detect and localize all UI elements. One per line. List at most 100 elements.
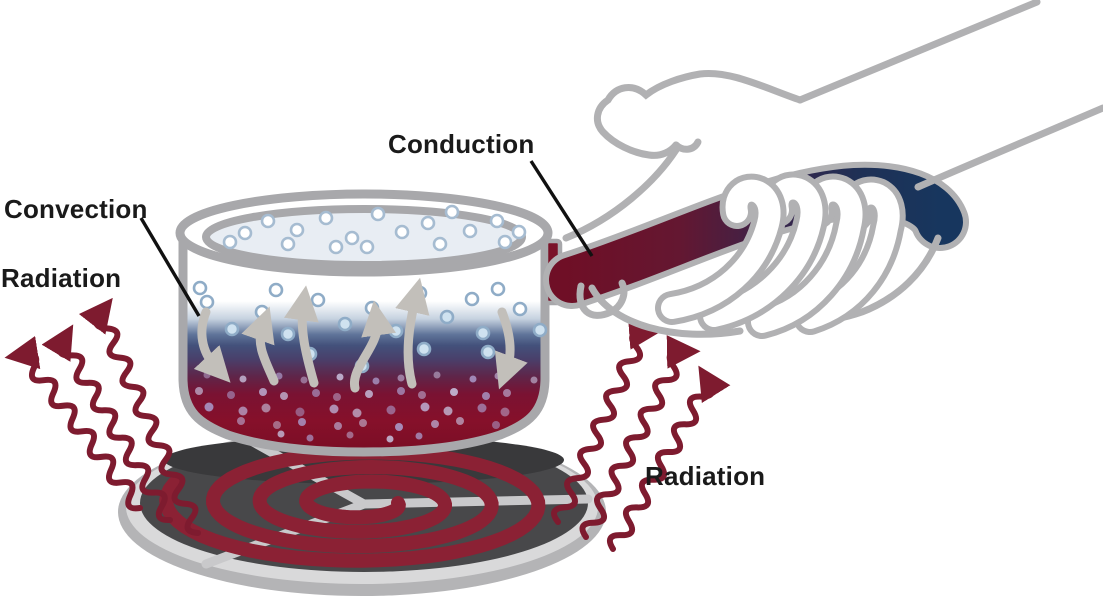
bubble <box>420 215 436 231</box>
bubble <box>280 236 296 252</box>
bubble <box>261 403 271 413</box>
bubble <box>415 432 423 440</box>
bubble <box>310 292 326 308</box>
convection-leader-line <box>139 217 201 317</box>
bubble <box>333 393 341 401</box>
bubble <box>203 371 211 379</box>
bubble <box>238 406 248 416</box>
convection-up-arrow <box>350 300 397 393</box>
bubble <box>397 387 405 395</box>
bubble <box>416 341 432 357</box>
bubble <box>450 388 458 396</box>
bubble <box>497 234 513 250</box>
radiation-arrows <box>4 297 731 552</box>
bubble <box>359 239 375 255</box>
bubble <box>344 230 360 246</box>
bubble <box>372 377 380 385</box>
thumb-curl <box>672 138 702 153</box>
bubble <box>464 291 480 307</box>
convection-down-arrow <box>193 307 231 383</box>
palm-edge <box>588 284 744 338</box>
bubble <box>490 281 506 297</box>
bubble <box>500 407 510 417</box>
bubble <box>397 374 405 382</box>
bubble <box>334 422 342 430</box>
bubble <box>489 213 505 229</box>
radiation-wave-arrow <box>551 316 663 525</box>
bubble <box>346 431 354 439</box>
bubble <box>260 213 276 229</box>
bubble <box>482 392 490 400</box>
bubble <box>280 326 296 342</box>
bubble <box>370 206 386 222</box>
label-radiation-left: Radiation <box>1 263 122 293</box>
pinky-tip-loop <box>576 279 628 319</box>
bubble <box>365 390 373 398</box>
bubble <box>477 403 487 413</box>
forearm-top-line <box>796 0 1041 104</box>
bubble <box>237 225 253 241</box>
bubble <box>439 309 455 325</box>
bubble <box>433 371 441 379</box>
bubble <box>222 234 238 250</box>
radiation-wave-arrow <box>78 297 201 536</box>
label-radiation-right: Radiation <box>645 461 766 491</box>
leader-lines <box>139 160 594 317</box>
water-surface <box>202 205 526 269</box>
bubble <box>418 391 426 399</box>
bubble <box>239 375 247 383</box>
bubble <box>268 282 284 298</box>
bubble <box>530 376 538 384</box>
radiation-wave-arrow <box>579 335 701 540</box>
convection-up-arrow <box>241 306 279 386</box>
bubble <box>280 392 288 400</box>
bubble <box>195 387 203 395</box>
bubble <box>512 301 528 317</box>
bubble <box>443 406 453 416</box>
hand <box>576 0 1103 339</box>
bubble <box>224 321 240 337</box>
label-conduction: Conduction <box>388 129 535 159</box>
radiation-wave-arrow <box>606 365 731 552</box>
bubble <box>289 222 305 238</box>
radiation-wave-arrow <box>41 324 173 524</box>
bubble <box>420 402 430 412</box>
bubble <box>492 421 500 429</box>
bubble <box>306 434 314 442</box>
bubble <box>431 420 439 428</box>
convection-arrows <box>193 277 528 393</box>
finger <box>661 179 781 319</box>
bubble <box>295 407 305 417</box>
hand-back-and-thumb <box>593 69 804 159</box>
bubble <box>469 375 477 383</box>
finger <box>751 179 863 333</box>
bubble <box>359 419 367 427</box>
bubble <box>352 408 362 418</box>
bubble <box>227 391 235 399</box>
bubble <box>298 418 306 426</box>
bubble <box>336 373 344 381</box>
convection-up-arrow <box>283 285 319 388</box>
burner-coil <box>159 445 546 568</box>
bubble <box>503 389 511 397</box>
bubble <box>394 224 410 240</box>
bubble <box>259 388 267 396</box>
hand-web-line <box>562 146 680 242</box>
bubble <box>475 325 491 341</box>
bubble <box>444 204 460 220</box>
bubble <box>532 322 548 338</box>
bubble <box>456 417 464 425</box>
bubble <box>395 423 403 431</box>
radiation-wave-arrow <box>4 335 143 512</box>
wrist-bottom-line <box>914 104 1103 191</box>
pot <box>175 189 553 457</box>
label-convection: Convection <box>4 194 148 224</box>
bubble <box>192 280 208 296</box>
bubble <box>318 210 334 226</box>
bubble <box>494 372 502 380</box>
convection-down-arrow <box>494 307 528 390</box>
bubble <box>312 389 320 397</box>
bubble <box>337 316 353 332</box>
surface-bubbles <box>222 204 527 255</box>
